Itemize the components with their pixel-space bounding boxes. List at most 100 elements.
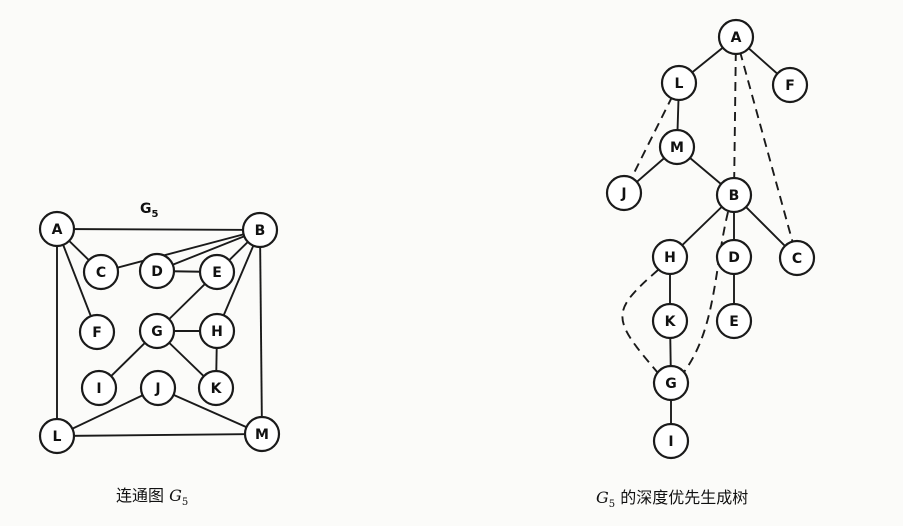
tree-node-d-label: D [728,250,740,266]
tree-back-edge-b-g [683,211,729,373]
tree-node-k: K [651,302,689,340]
tree-node-m-circle [658,128,696,166]
tree-node-j: J [605,174,643,212]
g5-node-g-circle [138,312,176,350]
tree-node-i-circle [652,422,690,460]
g5-node-c-circle [82,253,120,291]
tree-node-d-circle [715,238,753,276]
g5-node-i: I [80,369,118,407]
tree-node-k-label: K [665,314,677,330]
g5-edge-b-d [156,229,261,272]
tree-node-h-circle [651,238,689,276]
tree-node-g: G [652,364,690,402]
graph-g5-nodes: A B C D E F G H I J K L M [38,210,281,455]
g5-node-b-label: B [255,223,266,239]
g5-node-c-label: C [96,265,106,281]
g5-node-c: C [82,253,120,291]
g5-edge-j-m [157,387,263,435]
g5-node-j-circle [139,369,177,407]
graph-g5-title: G5 [140,201,158,220]
dfs-tree-caption: G5 的深度优先生成树 [596,484,748,510]
tree-node-k-circle [651,302,689,340]
tree-node-b: B [715,176,753,214]
g5-node-m-circle [243,415,281,453]
g5-node-h-label: H [211,324,223,340]
graph-g5-caption-prefix: 连通图 [116,486,170,505]
graph-g5-caption: 连通图 G5 [116,482,188,508]
g5-edge-b-m [259,229,263,435]
g5-node-l-circle [38,417,76,455]
g5-node-f-label: F [92,325,102,341]
tree-node-i-label: I [668,434,673,450]
g5-node-l-label: L [53,429,62,445]
g5-edge-a-b [56,228,261,231]
tree-node-c-label: C [792,251,802,267]
graph-g5-title-sub: 5 [151,208,159,220]
dfs-tree-nodes: A L F M J B H D C K E G I [605,18,816,460]
tree-node-j-label: J [620,186,626,202]
g5-node-b-circle [241,211,279,249]
g5-edge-b-c [100,229,261,273]
tree-node-m-label: M [670,140,684,156]
graph-g5-caption-var: G [169,486,182,505]
g5-node-b: B [241,211,279,249]
tree-node-g-circle [652,364,690,402]
tree-node-h-label: H [664,250,676,266]
g5-node-l: L [38,417,76,455]
graph-g5-caption-sub: 5 [181,497,189,509]
g5-edge-a-f [56,228,98,333]
g5-edge-j-l [56,387,159,437]
g5-node-k-label: K [211,381,223,397]
g5-node-i-circle [80,369,118,407]
g5-node-g: G [138,312,176,350]
tree-back-edge-a-c [735,36,798,259]
tree-node-j-circle [605,174,643,212]
g5-node-k: K [197,369,235,407]
tree-node-a-label: A [731,30,742,46]
tree-node-m: M [658,128,696,166]
g5-node-m-label: M [255,427,269,443]
tree-node-a-circle [717,18,755,56]
g5-node-k-circle [197,369,235,407]
g5-node-a: A [38,210,76,248]
g5-edge-b-h [216,229,261,332]
tree-node-f-circle [771,66,809,104]
tree-node-b-label: B [729,188,740,204]
g5-node-e: E [198,253,236,291]
tree-back-edge-h-g [621,269,659,374]
tree-node-h: H [651,238,689,276]
dfs-tree-caption-var: G [596,488,609,507]
tree-node-l: L [660,64,698,102]
dfs-tree-edges [621,36,798,441]
tree-back-edge-a-b [733,36,737,196]
graph-g5-title-letter: G [140,201,152,217]
g5-node-i-label: I [96,381,101,397]
g5-node-d: D [138,252,176,290]
g5-node-j: J [139,369,177,407]
tree-node-f: F [771,66,809,104]
tree-node-e-label: E [729,314,739,330]
tree-node-i: I [652,422,690,460]
g5-node-h-circle [198,312,236,350]
g5-node-j-label: J [154,381,160,397]
tree-node-d: D [715,238,753,276]
tree-back-edge-l-j [623,82,680,194]
g5-node-a-label: A [52,222,63,238]
dfs-tree-caption-suffix: 的深度优先生成树 [615,488,749,507]
g5-node-d-label: D [151,264,163,280]
tree-node-e-circle [715,302,753,340]
tree-node-c-circle [778,239,816,277]
g5-edge-l-m [56,433,263,437]
tree-node-e: E [715,302,753,340]
g5-node-m: M [243,415,281,453]
tree-node-l-label: L [675,76,684,92]
tree-node-f-label: F [785,78,795,94]
g5-node-a-circle [38,210,76,248]
tree-node-g-label: G [665,376,677,392]
g5-node-f: F [78,313,116,351]
g5-node-g-label: G [151,324,163,340]
tree-node-c: C [778,239,816,277]
tree-node-b-circle [715,176,753,214]
tree-node-a: A [717,18,755,56]
